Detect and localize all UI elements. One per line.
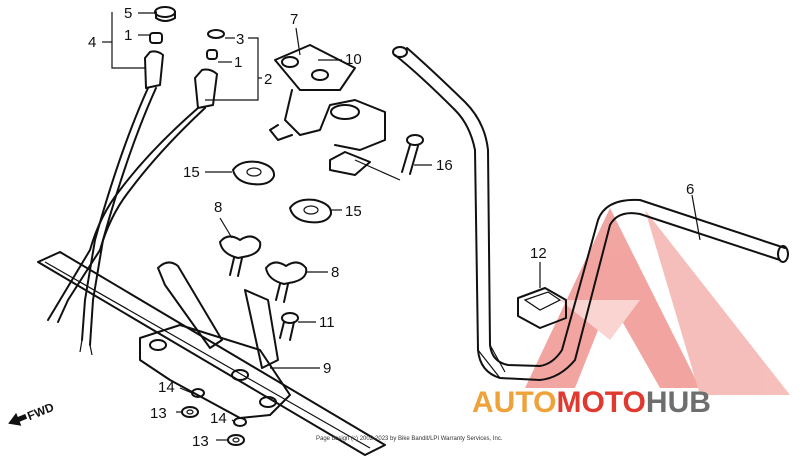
watermark-hub: HUB — [646, 386, 711, 419]
bolt-part-11 — [279, 312, 299, 341]
switch-cable-part-2 — [47, 29, 225, 323]
callout-7: 7 — [290, 11, 298, 28]
fwd-arrow-icon: FWD — [8, 400, 56, 426]
watermark-moto: MOTO — [556, 386, 645, 419]
callout-8-upper: 8 — [214, 199, 222, 216]
callout-9: 9 — [323, 360, 331, 377]
callout-14-left: 14 — [158, 379, 175, 396]
watermark-wordmark: AUTOMOTOHUB — [472, 386, 711, 419]
callout-6: 6 — [686, 181, 694, 198]
callout-2: 2 — [264, 71, 272, 88]
washer-part-13a — [181, 406, 199, 418]
clamp-part-12 — [517, 287, 567, 329]
watermark-triangle-icon — [525, 208, 790, 395]
callout-8-lower: 8 — [331, 264, 339, 281]
fwd-label: FWD — [25, 400, 56, 423]
nut-part-14b — [233, 417, 247, 427]
bracket-part-9 — [37, 251, 386, 456]
callout-13-left: 13 — [150, 405, 167, 422]
svg-text:AUTOMOTOHUB: AUTOMOTOHUB — [472, 386, 711, 419]
callout-12: 12 — [530, 245, 547, 262]
cushion-part-15a — [232, 160, 276, 186]
callout-4: 4 — [88, 34, 96, 51]
callout-13-right: 13 — [192, 433, 209, 450]
bolt-part-16 — [401, 134, 424, 175]
callout-16: 16 — [436, 157, 453, 174]
callout-1-upper: 1 — [124, 27, 132, 44]
callout-11: 11 — [319, 314, 335, 331]
holder-part-7 — [269, 44, 401, 181]
callout-14-right: 14 — [210, 410, 227, 427]
handlebar-part — [392, 46, 789, 381]
callout-15-upper: 15 — [183, 164, 200, 181]
washer-part-13b — [227, 434, 245, 446]
callout-15-lower: 15 — [345, 203, 362, 220]
wing-bolt-part-8b — [265, 261, 308, 303]
callout-3: 3 — [236, 31, 244, 48]
watermark-auto: AUTO — [472, 386, 556, 419]
callout-labels: 5 1 4 3 1 2 7 10 15 15 16 6 12 8 8 11 9 … — [88, 5, 694, 450]
wing-bolt-part-8a — [219, 235, 262, 277]
callout-10: 10 — [345, 51, 362, 68]
leader-lines — [102, 12, 701, 441]
callout-1-lower: 1 — [234, 54, 242, 71]
copyright-text: Page design (c) 2002-2023 by Bike Bandit… — [316, 436, 503, 442]
cushion-part-15b — [289, 198, 333, 224]
callout-5: 5 — [124, 5, 132, 22]
